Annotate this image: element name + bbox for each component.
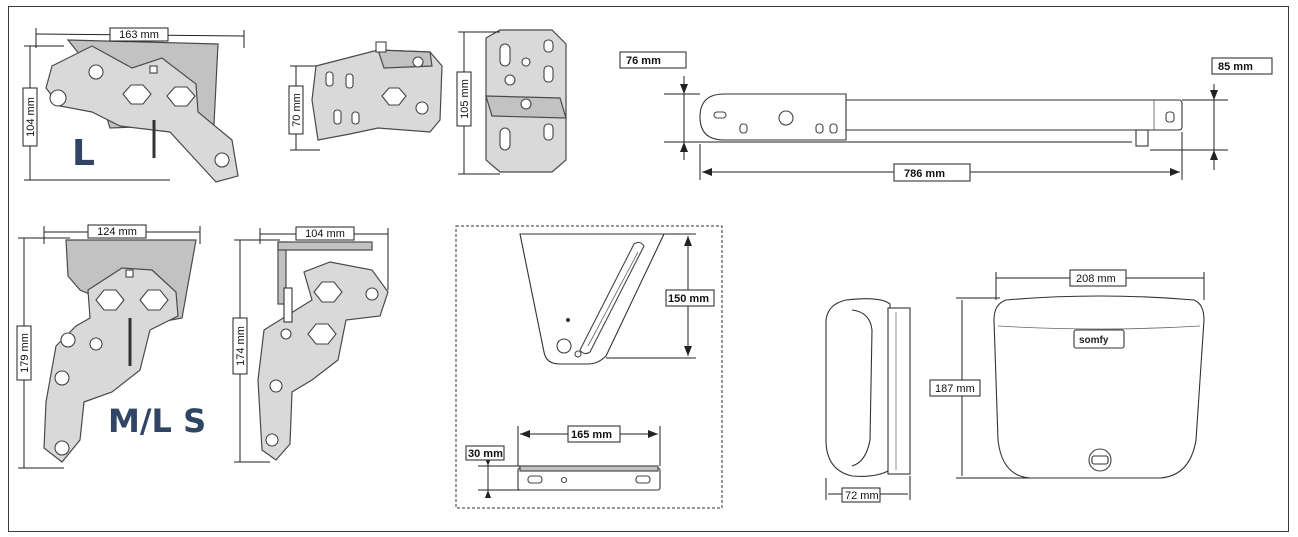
- label-165-mm: 165 mm: [571, 429, 612, 441]
- dim-30-mm: 30 mm: [465, 445, 520, 498]
- somfy-logo: somfy: [1079, 335, 1109, 346]
- dim-72-mm: 72 mm: [825, 476, 911, 503]
- bracket-105-drawing: [485, 29, 567, 173]
- motor-front-drawing: somfy: [993, 295, 1205, 479]
- fix-plate-drawing: [519, 233, 665, 365]
- dim-208-mm: 208 mm: [995, 269, 1205, 300]
- bracket-mls-right-drawing: [257, 241, 389, 461]
- dim-165-mm: 165 mm: [517, 425, 661, 466]
- dim-70-mm: 70 mm: [288, 65, 320, 151]
- dim-104-mm-mls: 104 mm: [259, 226, 389, 290]
- mark-l: L: [72, 133, 95, 174]
- dim-105-mm: 105 mm: [456, 31, 500, 175]
- label-30-mm: 30 mm: [468, 448, 503, 460]
- label-85-mm: 85 mm: [1218, 61, 1253, 73]
- dim-179-mm: 179 mm: [16, 237, 70, 469]
- label-179-mm: 179 mm: [19, 333, 31, 373]
- label-786-mm: 786 mm: [904, 168, 945, 180]
- dim-150-mm: 150 mm: [606, 233, 715, 359]
- label-76-mm: 76 mm: [626, 55, 661, 67]
- sheet-frame: [8, 6, 1289, 532]
- fix-plate-side-drawing: [517, 465, 661, 491]
- dim-85-mm: 85 mm: [1150, 57, 1273, 170]
- label-124-mm: 124 mm: [97, 226, 137, 238]
- label-104-mm-mls: 104 mm: [305, 228, 345, 240]
- label-208-mm: 208 mm: [1076, 273, 1116, 285]
- label-72-mm: 72 mm: [845, 490, 879, 502]
- label-187-mm: 187 mm: [935, 383, 975, 395]
- label-70-mm: 70 mm: [291, 93, 303, 127]
- mark-mls: M/L S: [108, 402, 206, 440]
- dim-174-mm: 174 mm: [232, 239, 280, 463]
- dim-124-mm: 124 mm: [43, 224, 201, 244]
- arm-drawing: [699, 93, 1183, 147]
- fix-plate-frame: [455, 225, 723, 509]
- label-150-mm: 150 mm: [668, 293, 709, 305]
- dim-786-mm: 786 mm: [699, 132, 1183, 182]
- dim-163-mm: 163 mm: [35, 27, 245, 48]
- label-174-mm: 174 mm: [235, 326, 247, 366]
- dim-104-mm-l: 104 mm: [22, 45, 170, 181]
- label-105-mm: 105 mm: [459, 79, 471, 119]
- label-163-mm: 163 mm: [119, 29, 159, 41]
- bracket-mls-left-drawing: [43, 239, 197, 463]
- dim-187-mm: 187 mm: [929, 297, 1030, 479]
- motor-side-drawing: [825, 298, 911, 477]
- label-104-mm-l: 104 mm: [25, 97, 37, 137]
- bracket-70-drawing: [311, 41, 443, 141]
- bracket-l-drawing: [45, 39, 239, 183]
- dim-76-mm: 76 mm: [619, 51, 1132, 160]
